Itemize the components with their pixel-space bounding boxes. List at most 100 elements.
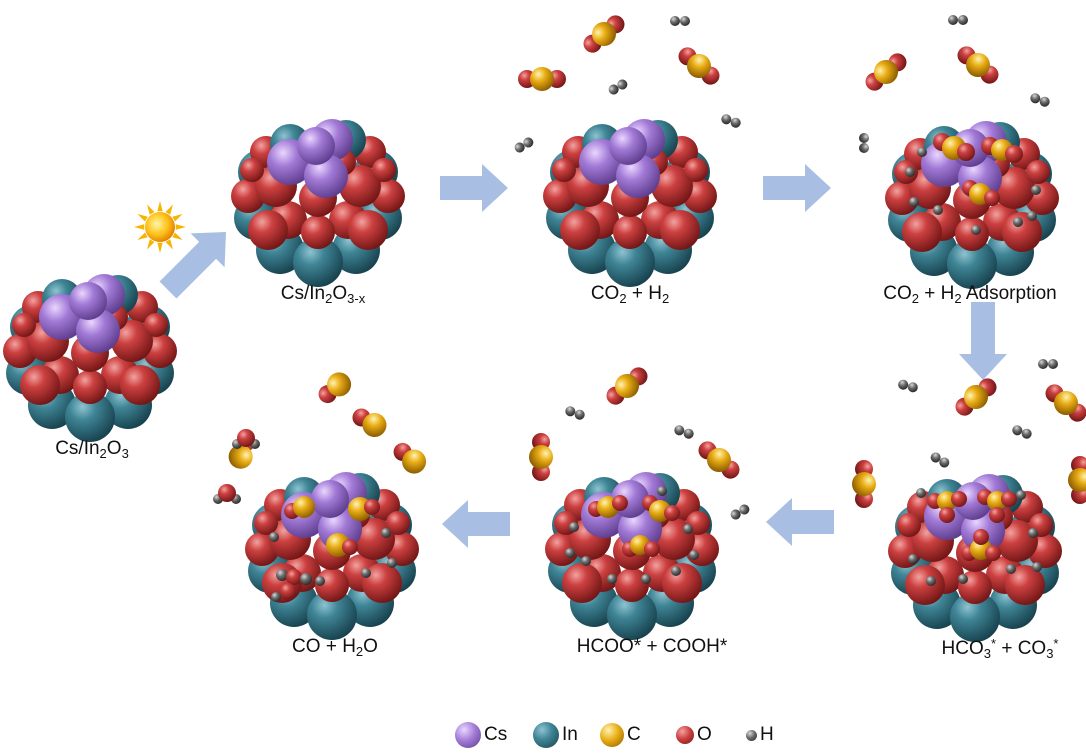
h2-molecule bbox=[730, 504, 750, 520]
o-atom bbox=[372, 158, 396, 182]
h-atom bbox=[581, 556, 591, 566]
cs-atom bbox=[304, 154, 348, 198]
sun-ray bbox=[172, 232, 183, 240]
in-atom bbox=[950, 592, 1000, 642]
h-atom bbox=[269, 532, 279, 542]
h2-molecule bbox=[948, 15, 968, 25]
h-atom bbox=[939, 457, 950, 468]
o-atom bbox=[651, 165, 693, 207]
o-atom bbox=[348, 210, 388, 250]
co2-molecule bbox=[606, 367, 648, 405]
h-atom bbox=[859, 143, 869, 153]
o-atom bbox=[984, 190, 1000, 206]
h-atom bbox=[1031, 185, 1041, 195]
o-atom bbox=[684, 158, 708, 182]
o-atom bbox=[985, 545, 1001, 561]
in-atom bbox=[65, 392, 115, 442]
nanocluster bbox=[885, 121, 1059, 289]
o-atom bbox=[615, 568, 649, 602]
o-atom bbox=[560, 210, 600, 250]
co2-molecule bbox=[678, 47, 720, 85]
h-atom bbox=[1013, 217, 1023, 227]
o-atom bbox=[144, 313, 168, 337]
o-atom bbox=[662, 563, 702, 603]
h-atom bbox=[670, 16, 680, 26]
legend-label-c: C bbox=[627, 724, 641, 745]
o-atom bbox=[660, 210, 700, 250]
h-atom bbox=[730, 509, 741, 520]
h-atom bbox=[569, 522, 579, 532]
label-co2-h2-adsorption: CO2 + H2 Adsorption bbox=[883, 283, 1057, 306]
o-atom bbox=[386, 511, 410, 535]
h2o-molecule bbox=[232, 429, 260, 449]
c-atom bbox=[707, 448, 731, 472]
h-atom bbox=[909, 197, 919, 207]
label-cs-in2o3-x: Cs/In2O3-x bbox=[280, 283, 366, 306]
co2-molecule bbox=[698, 441, 740, 479]
h-atom bbox=[1012, 425, 1023, 436]
sun-ray bbox=[147, 204, 155, 215]
cs-atom bbox=[616, 154, 660, 198]
co2-molecule bbox=[529, 433, 553, 481]
clusters bbox=[3, 119, 1062, 642]
co-molecule bbox=[352, 408, 387, 437]
o-atom bbox=[1005, 565, 1045, 605]
o-atom bbox=[280, 583, 296, 599]
legend-label-cs: Cs bbox=[484, 724, 508, 745]
o-atom bbox=[902, 212, 942, 252]
o-atom bbox=[111, 320, 153, 362]
h-atom-icon bbox=[746, 729, 757, 741]
in-atom-icon bbox=[533, 722, 559, 748]
h-atom bbox=[523, 137, 534, 148]
sun-icon bbox=[134, 201, 186, 253]
h-atom bbox=[958, 574, 968, 584]
sun-ray bbox=[165, 204, 173, 215]
h-atom bbox=[381, 528, 391, 538]
sun-ray bbox=[172, 214, 183, 222]
h-atom bbox=[917, 147, 927, 157]
co2-molecule bbox=[1068, 456, 1086, 504]
h-atom bbox=[721, 114, 732, 125]
legend-label-o: O bbox=[697, 724, 712, 745]
process-arrow bbox=[440, 164, 508, 212]
c-atom bbox=[874, 60, 898, 84]
cs-atom bbox=[618, 507, 662, 551]
h-atom bbox=[657, 486, 667, 496]
c-atom bbox=[592, 22, 616, 46]
sun-disc bbox=[145, 212, 175, 242]
legend-label-h: H bbox=[760, 724, 774, 745]
co2-molecule bbox=[518, 67, 566, 91]
nanocluster bbox=[231, 119, 405, 287]
in-atom bbox=[947, 239, 997, 289]
label-hco3-co3: HCO3* + CO3* bbox=[941, 636, 1059, 661]
co2-molecule bbox=[852, 460, 876, 508]
h-atom bbox=[671, 566, 681, 576]
sun-ray bbox=[157, 201, 163, 212]
c-atom bbox=[687, 54, 711, 78]
cs-atom-icon bbox=[455, 722, 481, 748]
sun-ray bbox=[165, 239, 173, 250]
h-atom bbox=[387, 558, 397, 568]
cs-atom bbox=[311, 480, 349, 518]
h-atom bbox=[300, 573, 312, 585]
o-atom bbox=[993, 167, 1035, 209]
o-atom bbox=[218, 484, 236, 502]
legend-label-in: In bbox=[562, 724, 578, 745]
o-atom bbox=[951, 491, 967, 507]
h-atom bbox=[683, 524, 693, 534]
o-atom bbox=[552, 158, 576, 182]
label-co2-h2: CO2 + H2 bbox=[590, 283, 670, 306]
o-atom bbox=[955, 217, 989, 251]
h-atom bbox=[617, 79, 628, 90]
c-atom bbox=[362, 413, 387, 437]
legend-item-cs: Cs bbox=[455, 722, 507, 748]
c-atom bbox=[852, 472, 876, 496]
o-atom bbox=[120, 365, 160, 405]
h-atom bbox=[971, 225, 981, 235]
co2-molecule bbox=[957, 46, 999, 84]
nanocluster bbox=[245, 472, 419, 640]
o-atom bbox=[315, 568, 349, 602]
o-atom bbox=[644, 541, 660, 557]
in-atom bbox=[605, 237, 655, 287]
